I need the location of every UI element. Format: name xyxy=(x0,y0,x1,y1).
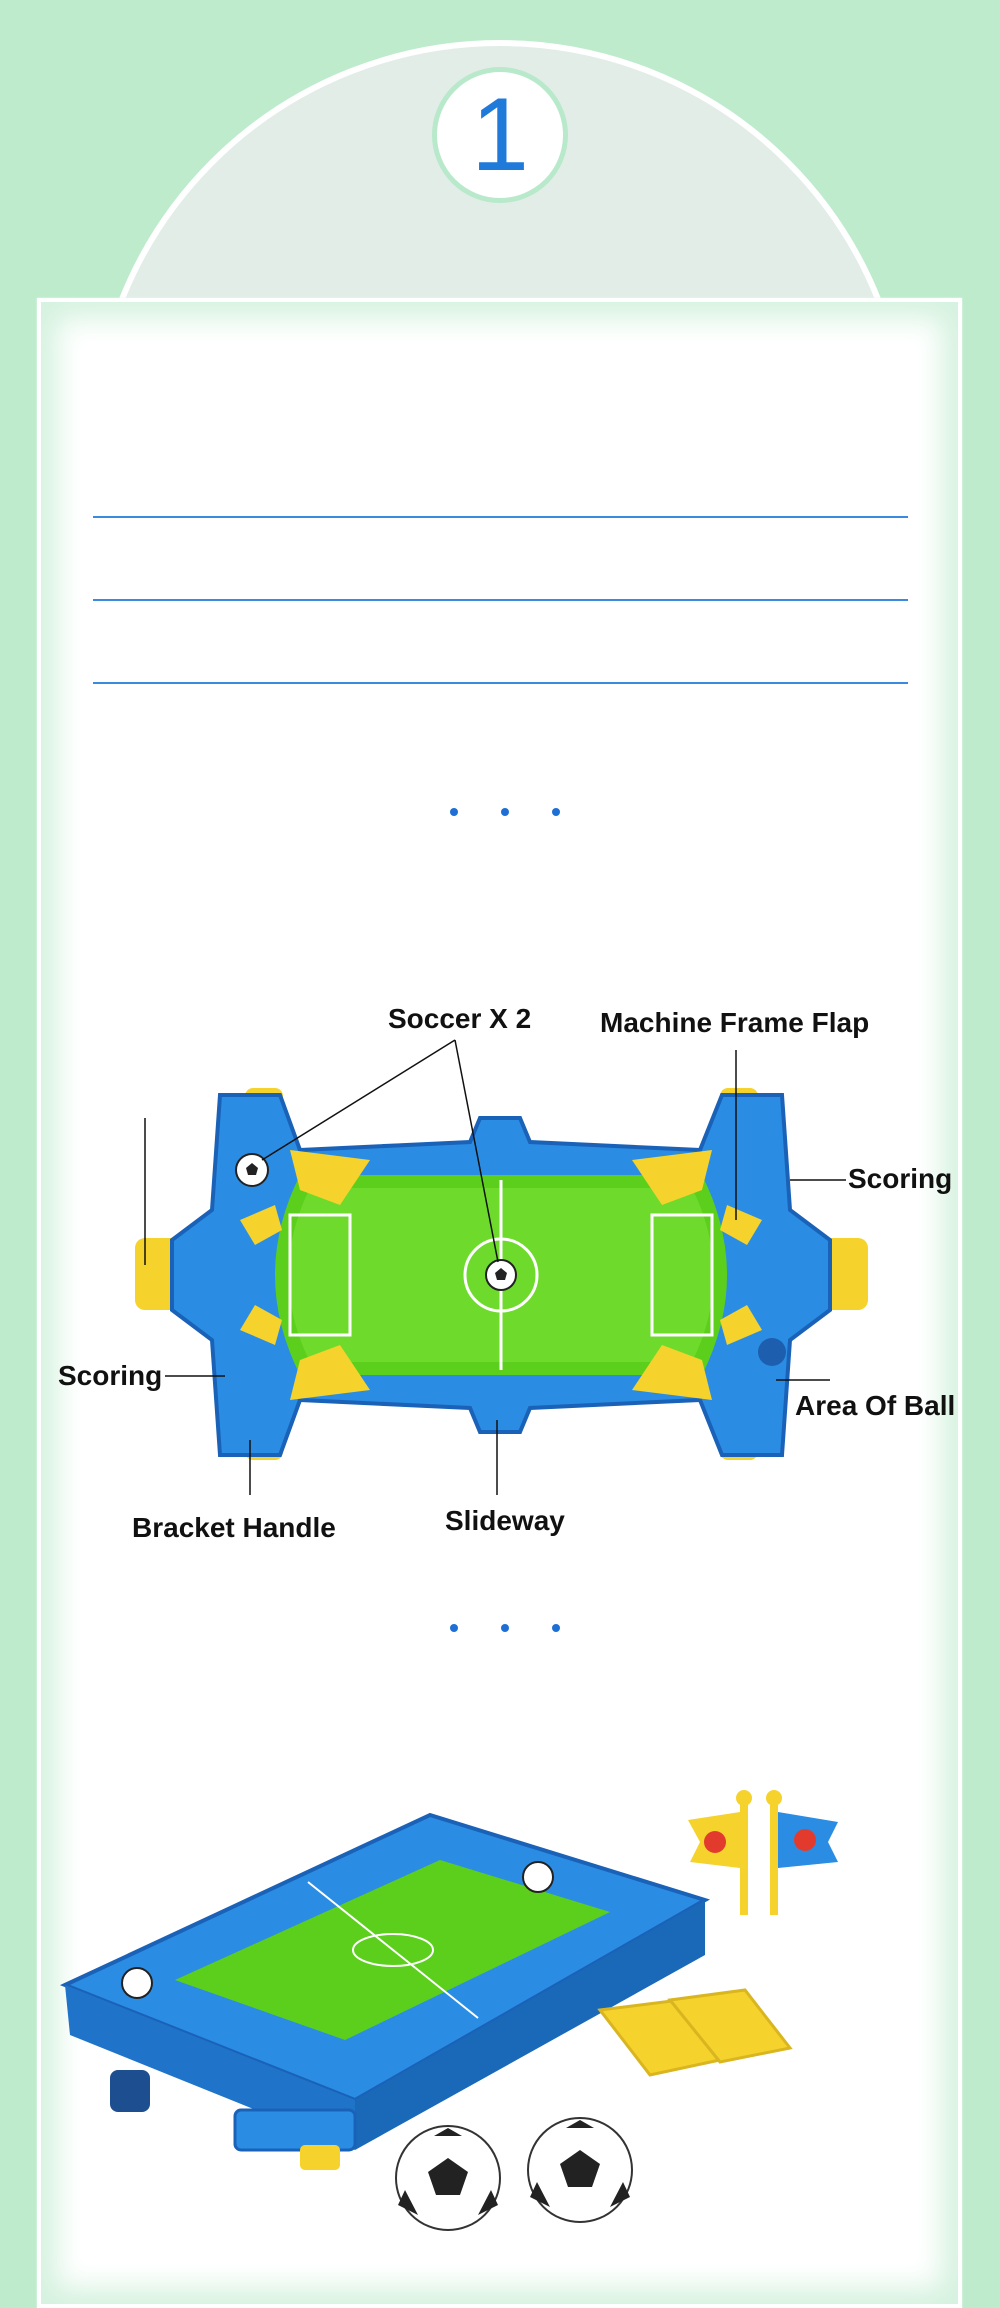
label-bracket-handle: Bracket Handle xyxy=(132,1512,336,1543)
step-badge: 1 xyxy=(432,67,568,203)
toy-top-view-diagram xyxy=(135,1039,868,1495)
text-rule-3 xyxy=(93,682,908,684)
label-machine-frame-flap: Machine Frame Flap xyxy=(600,1007,870,1038)
text-rule-2 xyxy=(93,599,908,601)
section-dots-2 xyxy=(450,1624,560,1632)
label-scoring-left: Scoring xyxy=(58,1360,163,1391)
label-scoring-right: Scoring xyxy=(848,1163,953,1194)
section-dots-1 xyxy=(450,808,560,816)
label-area-of-ball: Area Of Ball xyxy=(795,1390,956,1421)
label-soccer: Soccer X 2 xyxy=(388,1003,532,1034)
step-number: 1 xyxy=(471,77,529,193)
text-rule-1 xyxy=(93,516,908,518)
label-slideway: Slideway xyxy=(445,1505,565,1536)
